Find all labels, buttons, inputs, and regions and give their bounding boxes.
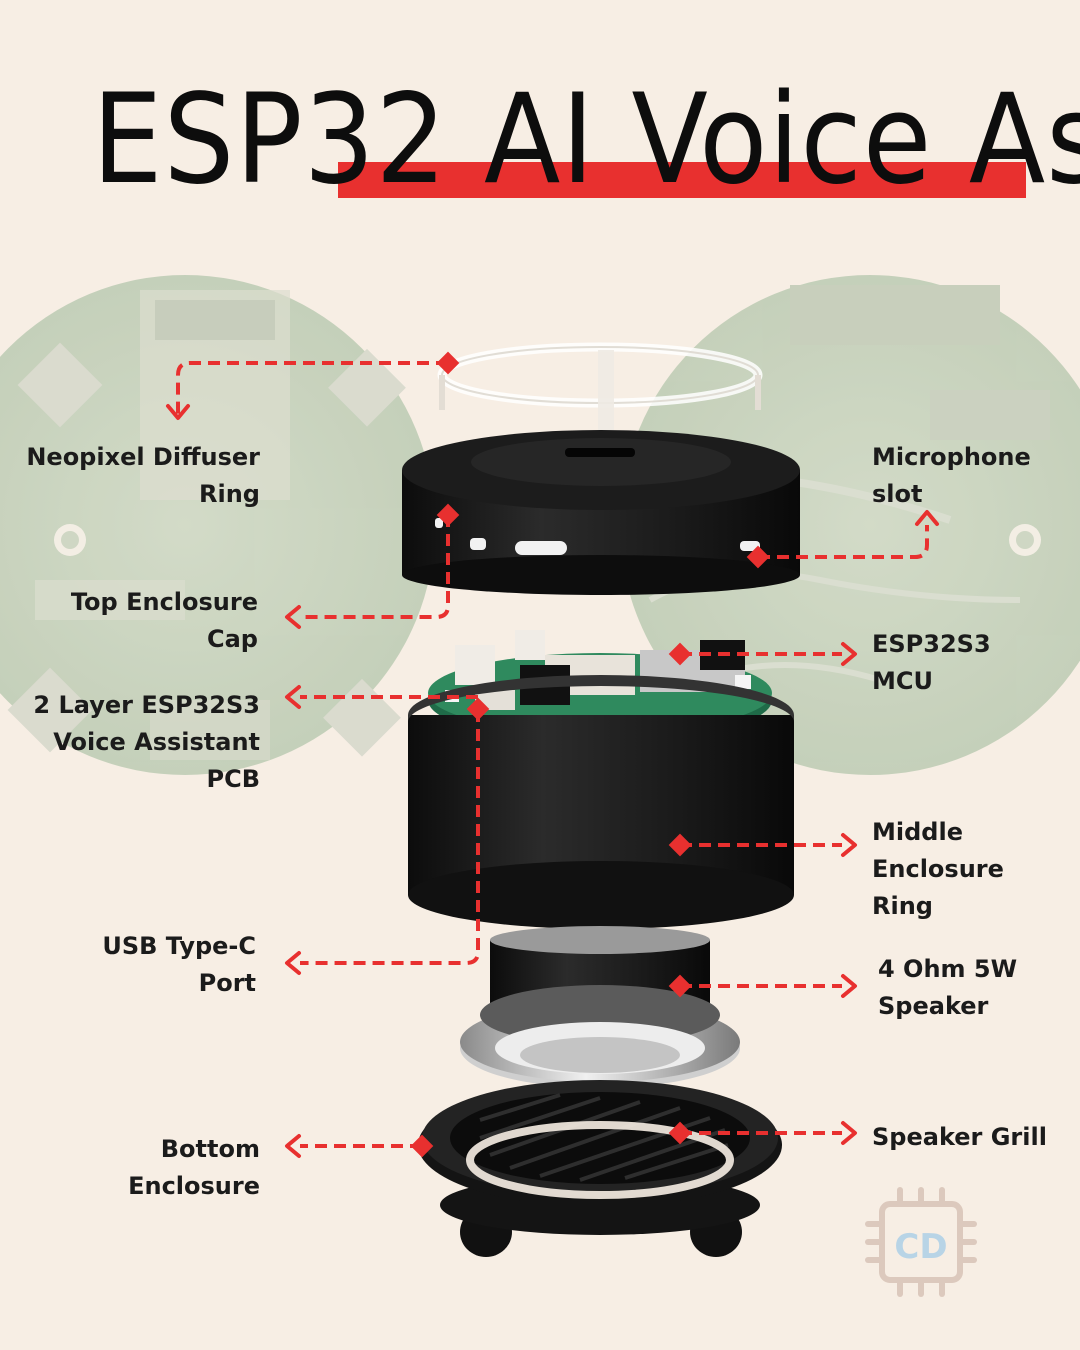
- top-enclosure-cap: [402, 430, 800, 595]
- middle-enclosure-ring: [408, 675, 794, 929]
- label-microphone-slot: Microphone slot: [872, 443, 1031, 508]
- page-title: ESP32 AI Voice Assistant: [92, 78, 1080, 202]
- diffuser-ring: [437, 342, 763, 445]
- title-highlight-bar: [338, 162, 1026, 198]
- label-top-enclosure-cap: Top Enclosure Cap: [70, 588, 258, 653]
- callout-arrowheads: [166, 404, 939, 1158]
- speaker-grill: [479, 1093, 729, 1182]
- microphone-slot-opening: [740, 541, 760, 551]
- speaker: [460, 926, 740, 1088]
- connector-usb-port: [300, 710, 480, 965]
- background-pcb-left: [0, 275, 435, 775]
- callout-anchors: [410, 351, 770, 1158]
- label-speaker-grill: Speaker Grill: [872, 1123, 1047, 1151]
- title-part-voice-assistant: AI Voice Assistant: [483, 68, 1080, 212]
- label-esp32s3-mcu: ESP32S3 MCU: [872, 630, 991, 695]
- label-bottom-enclosure: Bottom Enclosure: [128, 1135, 260, 1200]
- chip-icon: CD: [865, 1187, 977, 1297]
- side-port-slot: [515, 541, 567, 555]
- bottom-enclosure: [418, 1080, 782, 1257]
- label-speaker: 4 Ohm 5W Speaker: [878, 955, 1018, 1020]
- label-middle-enclosure-ring: Middle Enclosure Ring: [872, 818, 1004, 920]
- connector-top-cap: [300, 515, 450, 619]
- label-usb-type-c-port: USB Type-C Port: [102, 932, 256, 997]
- label-pcb: 2 Layer ESP32S3 Voice Assistant PCB: [33, 691, 260, 793]
- connector-microphone: [758, 525, 929, 559]
- title-part-esp32: ESP32: [92, 68, 484, 212]
- label-neopixel-diffuser-ring: Neopixel Diffuser Ring: [26, 443, 260, 508]
- connector-diffuser-ring: [176, 361, 448, 415]
- logo-letters: CD: [894, 1227, 947, 1267]
- callout-connectors: [176, 361, 929, 1148]
